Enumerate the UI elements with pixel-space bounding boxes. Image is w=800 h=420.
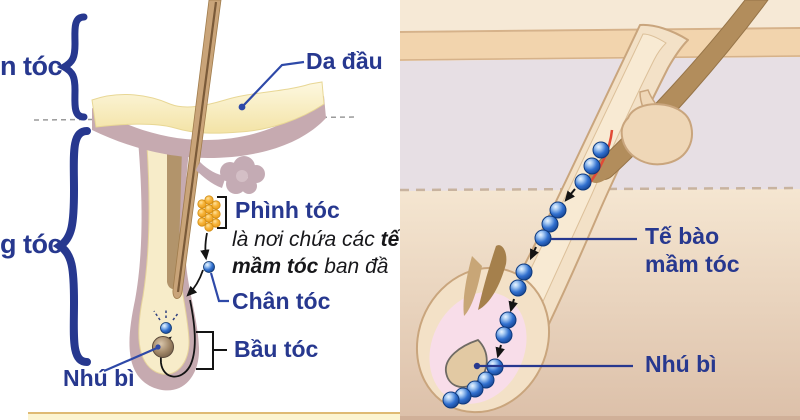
label-phinh-toc: Phình tóc (235, 197, 340, 223)
label-nhu-bi-left: Nhú bì (63, 365, 135, 391)
label-da-dau: Da đầu (306, 48, 383, 74)
label-te-bao-line2: mầm tóc (645, 251, 740, 277)
dermis-layer (92, 96, 326, 158)
epidermis-scalp-layer (91, 81, 325, 134)
label-than-toc-truncated: n tóc (0, 51, 63, 81)
dermal-papilla-right (445, 338, 488, 388)
brace-hair-shaft-region (56, 13, 88, 121)
panel-left-follicle-anatomy: n tóc g tóc Da đầu Phình tóc là nơi chứa… (0, 0, 400, 420)
phinh-toc-description-line1: là nơi chứa các tế (232, 227, 399, 253)
brace-hair-root-region (52, 127, 91, 366)
band-bottom-line (400, 55, 800, 61)
label-chan-toc: Chân tóc (232, 288, 331, 314)
keratin-remnant (463, 245, 507, 316)
bottom-edge-strip (400, 416, 800, 420)
migration-arrow (200, 232, 210, 261)
bracket-bau-toc (196, 331, 227, 370)
desc-normal-2: ban đầ (318, 255, 389, 278)
bottom-caption-bar (28, 413, 400, 420)
hair-shaft (172, 0, 222, 299)
germ-cell-chain (442, 141, 610, 409)
panel-right-follicle-regression: Tế bào mầm tóc Nhú bì (400, 0, 800, 420)
leader-chan-toc (209, 272, 229, 303)
label-goc-toc-truncated: g tóc (0, 229, 63, 259)
germ-cell-bulb (160, 322, 172, 334)
label-bau-toc: Bầu tóc (234, 336, 319, 362)
bracket-phinh-toc (217, 196, 227, 229)
leader-lines-right (473, 237, 637, 370)
germ-cell-root (203, 261, 215, 273)
leader-dot-nhu-bi (155, 344, 161, 350)
sebaceous-gland (196, 156, 265, 194)
leader-nhu-bi (103, 346, 158, 373)
cell-activity-rays (153, 308, 180, 321)
cell-migration-arrows (495, 188, 576, 359)
skin-layer-band (400, 29, 800, 61)
leader-dot-nhu-bi-right (473, 362, 481, 370)
leader-da-dau (242, 60, 305, 107)
dermal-papilla-ball (152, 336, 174, 358)
label-te-bao-line1: Tế bào (645, 223, 720, 249)
desc-bold-1: tế (380, 228, 400, 251)
label-nhu-bi-right: Nhú bì (645, 351, 717, 377)
bulge-cell-cluster (197, 195, 221, 232)
left-panel-artwork (28, 0, 400, 420)
desc-bold-2: mầm tóc (232, 255, 319, 278)
right-panel-artwork (400, 0, 800, 420)
phinh-toc-description-line2: mầm tóc ban đầ (232, 254, 388, 280)
desc-normal-1: là nơi chứa các (232, 228, 381, 251)
leader-dot-da-dau (238, 103, 246, 111)
leader-lines (103, 60, 305, 373)
sebaceous-gland-right (620, 89, 693, 166)
